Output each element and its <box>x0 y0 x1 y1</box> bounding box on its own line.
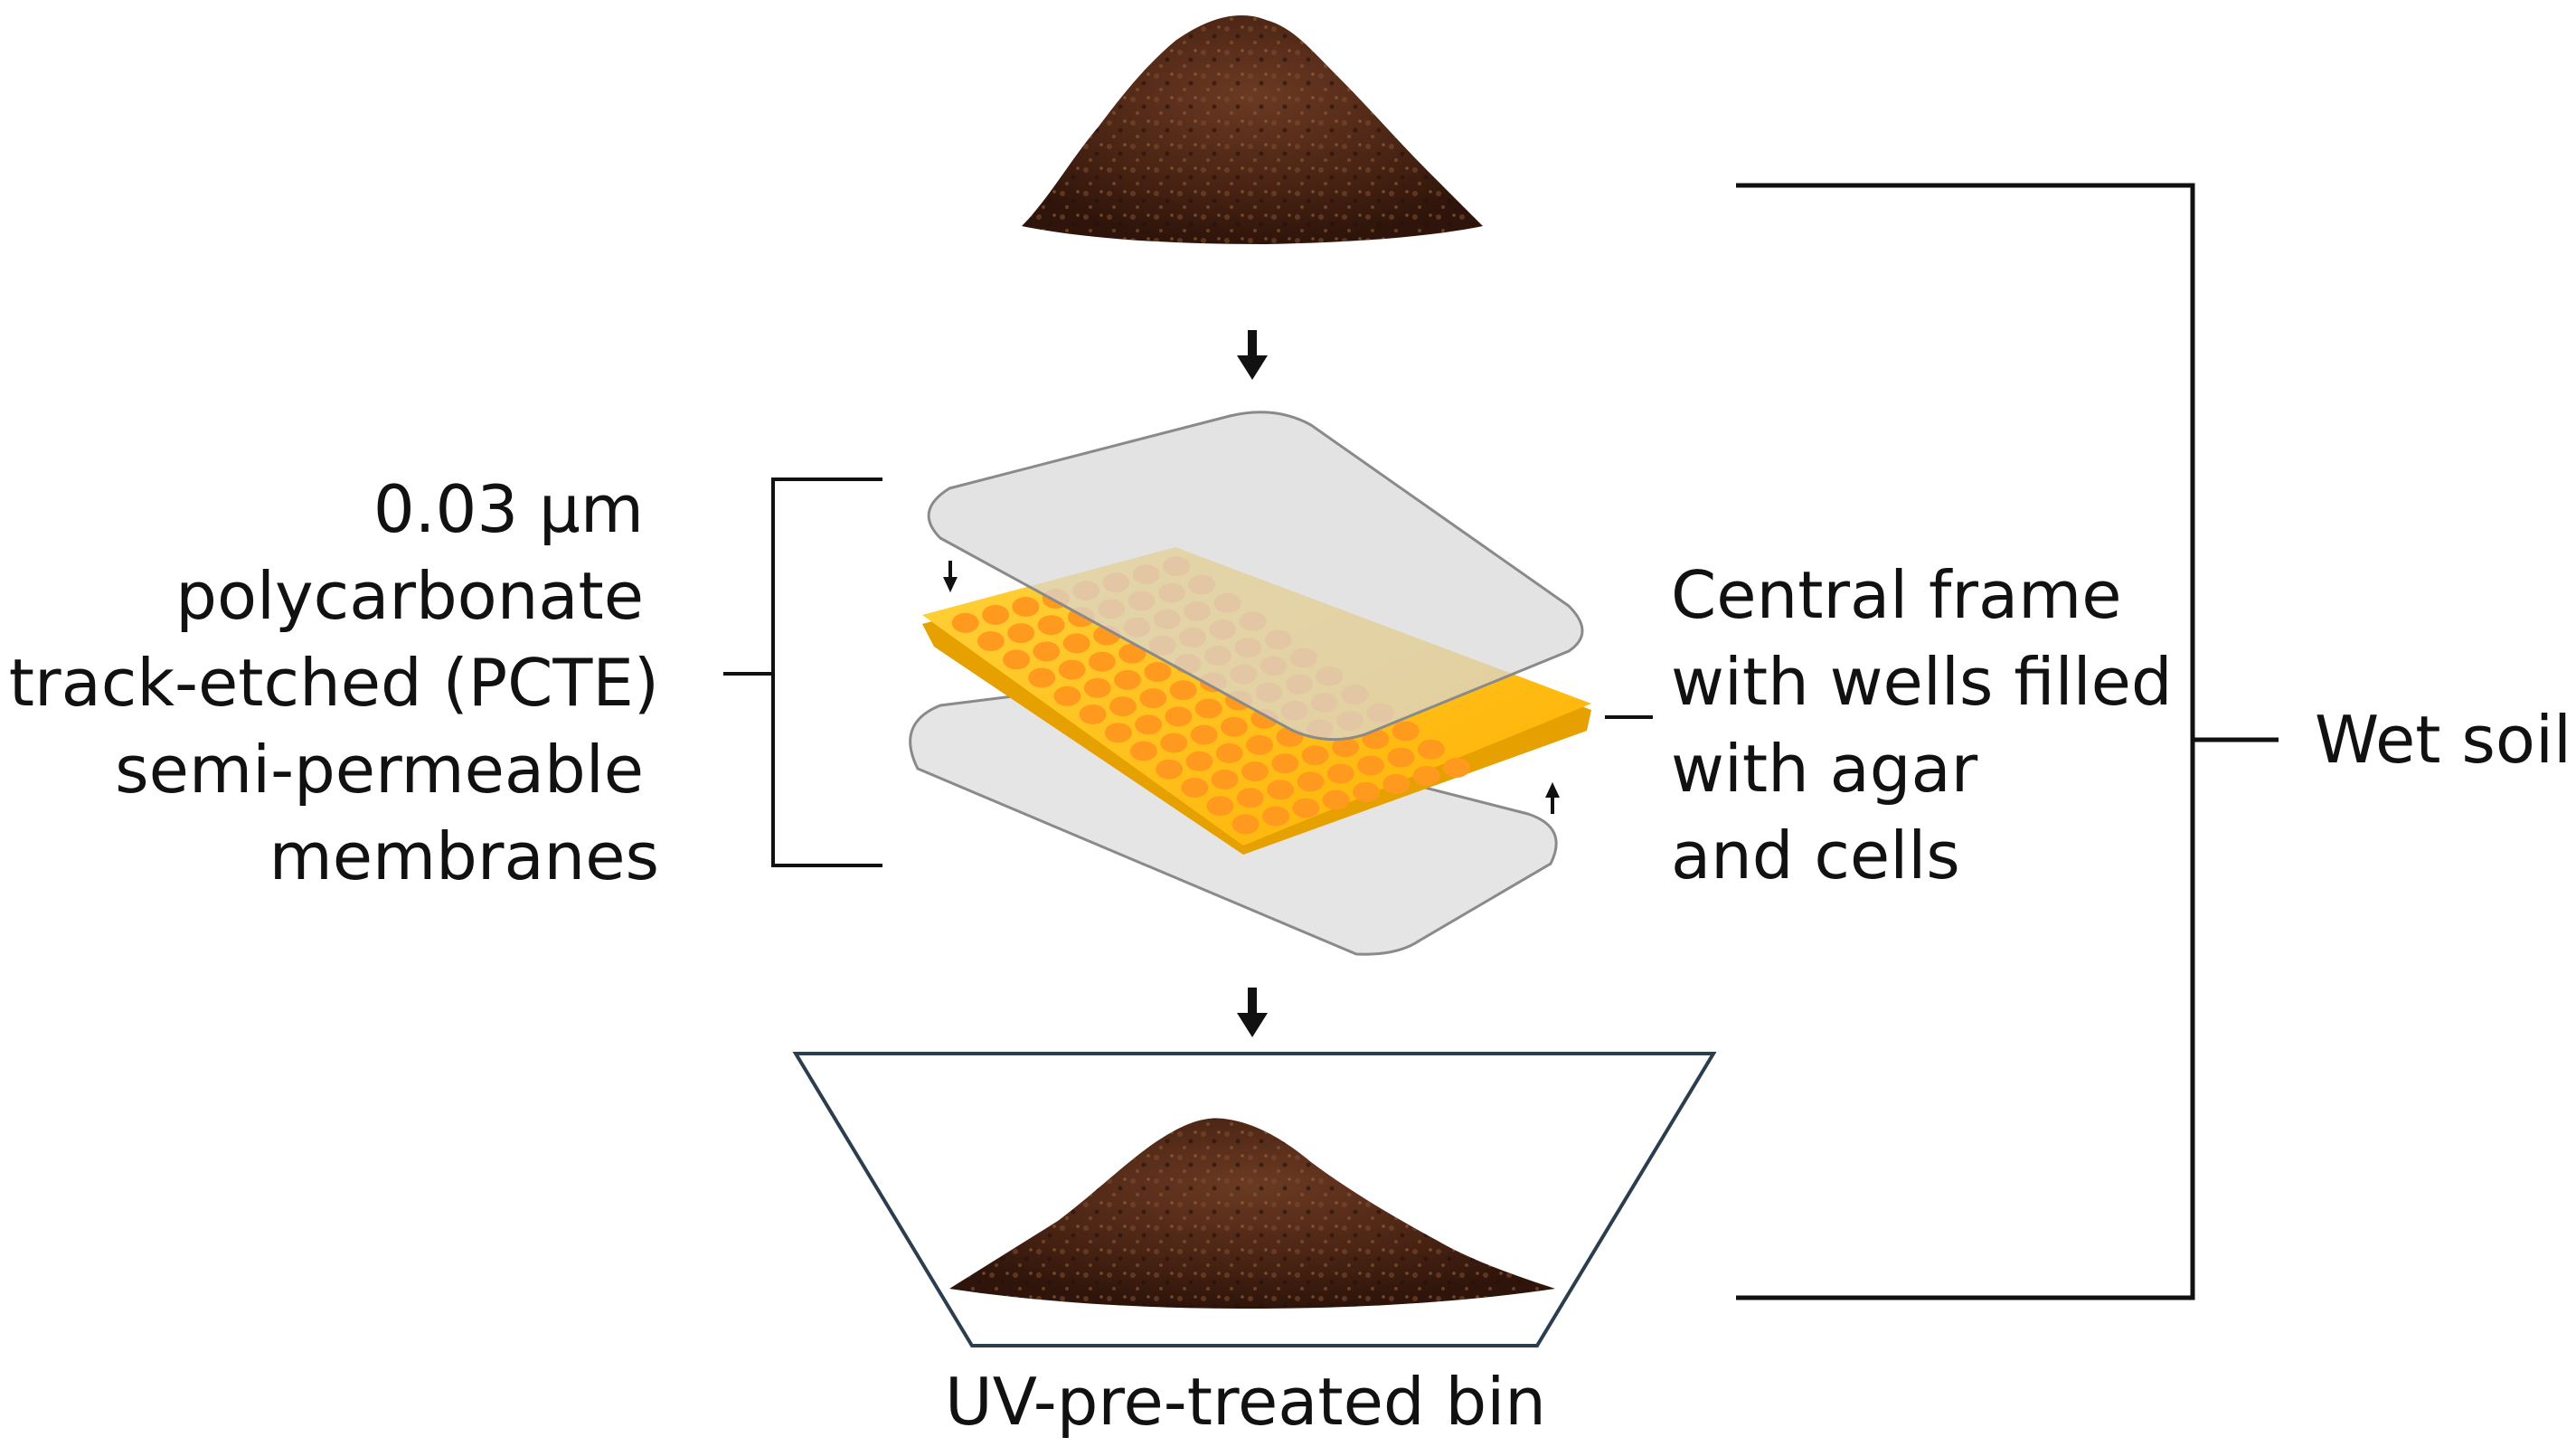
well <box>1387 747 1415 768</box>
down-arrow-icon <box>1237 330 1268 380</box>
membrane-label-line: polycarbonate <box>175 558 644 634</box>
top-soil-pile <box>1022 14 1483 244</box>
well <box>1215 742 1243 763</box>
bin-soil-pile <box>949 1118 1555 1309</box>
well <box>1104 723 1132 743</box>
small-down-arrow-icon <box>943 561 958 592</box>
well <box>1118 643 1146 664</box>
well <box>1417 739 1445 760</box>
well <box>951 612 979 633</box>
well <box>1165 706 1193 727</box>
well <box>1135 714 1163 735</box>
well <box>1012 597 1040 617</box>
top-membrane <box>927 411 1584 742</box>
well <box>1231 814 1260 835</box>
well <box>1241 761 1269 782</box>
well <box>1392 721 1420 742</box>
well <box>1357 755 1385 776</box>
well <box>1028 667 1056 688</box>
well <box>1088 651 1116 672</box>
membrane-label-line: semi-permeable <box>115 732 644 808</box>
down-arrow-icon <box>1237 988 1268 1037</box>
frame-label-line: Central frame <box>1671 557 2122 633</box>
well <box>1332 737 1359 758</box>
membranes-bracket <box>723 477 882 867</box>
well <box>982 604 1010 625</box>
well <box>1062 633 1090 654</box>
well <box>1267 780 1295 800</box>
well <box>1129 741 1157 761</box>
well <box>1292 798 1320 818</box>
wet-soil-bracket <box>1736 183 2279 1300</box>
well <box>1007 623 1035 644</box>
well <box>1194 698 1222 719</box>
well <box>1271 753 1299 774</box>
bin-label: UV-pre-treated bin <box>945 1364 1546 1440</box>
well <box>1246 734 1274 755</box>
well <box>1079 704 1107 724</box>
membrane-label-line: 0.03 µm <box>373 471 644 547</box>
well <box>1144 662 1172 682</box>
well <box>1037 615 1065 636</box>
well <box>1206 796 1234 817</box>
well <box>1053 685 1081 706</box>
well <box>1169 680 1197 701</box>
well <box>1220 716 1248 737</box>
frame-label: Central frame with wells filled with aga… <box>1671 552 2173 899</box>
well <box>1003 649 1031 670</box>
well <box>1190 724 1218 745</box>
well <box>1322 789 1350 810</box>
well <box>1181 778 1209 798</box>
well <box>977 631 1005 651</box>
membrane-label-line: membranes <box>269 818 659 894</box>
well <box>1236 788 1264 808</box>
well <box>1139 688 1167 709</box>
frame-label-line: with wells filled <box>1671 644 2173 720</box>
well <box>1211 770 1239 789</box>
well <box>1160 733 1188 753</box>
frame-label-line: and cells <box>1671 818 1960 893</box>
membrane-label: 0.03 µm polycarbonate track-etched (PCTE… <box>9 466 659 900</box>
well <box>1058 659 1086 680</box>
well <box>1353 781 1380 802</box>
well <box>1033 641 1061 662</box>
well <box>1443 757 1470 778</box>
well <box>1109 696 1137 717</box>
membrane-label-line: track-etched (PCTE) <box>8 645 659 721</box>
wet-soil-label: Wet soil <box>2315 702 2571 778</box>
well <box>1262 806 1289 827</box>
well <box>1326 763 1354 784</box>
well <box>1382 773 1411 794</box>
frame-label-line: with agar <box>1671 731 1978 807</box>
well <box>1412 765 1440 786</box>
well <box>1083 677 1111 698</box>
well <box>1156 759 1184 780</box>
well <box>1185 751 1213 771</box>
well <box>1114 669 1142 690</box>
well <box>1301 745 1329 766</box>
small-up-arrow-icon <box>1545 782 1560 814</box>
well <box>1297 771 1325 792</box>
